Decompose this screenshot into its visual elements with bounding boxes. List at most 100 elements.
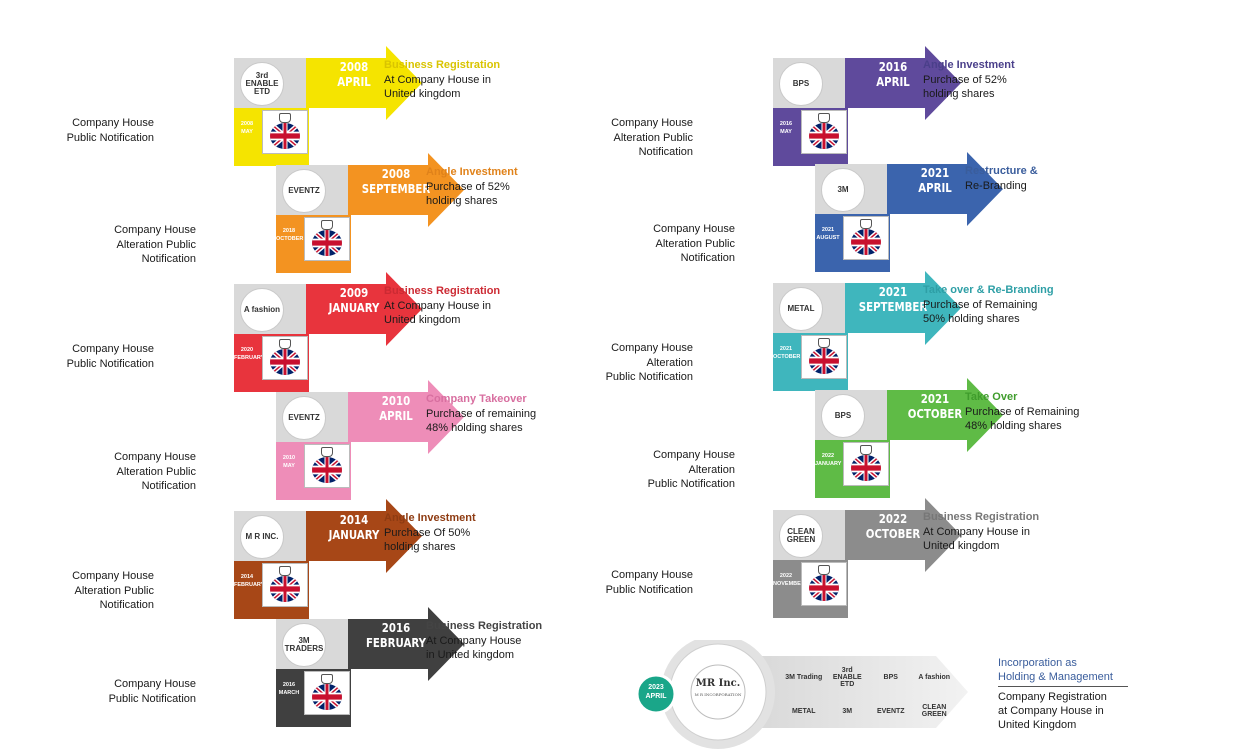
logo-panel: BPS [815, 390, 890, 440]
notification-line-3: Notification [99, 599, 154, 611]
event-heading: Company Takeover [426, 393, 527, 405]
notification-line-1: Company House [114, 678, 196, 690]
event-line-1: At Company House in [384, 73, 491, 86]
uk-flag-icon [809, 348, 839, 374]
subsidiary-logo: 3rd ENABLE ETD [832, 666, 862, 688]
date-year: 2021 [920, 392, 950, 406]
notification-year: 2014 [240, 574, 254, 580]
notification-line-3: Notification [638, 146, 693, 158]
event-heading: Take over & Re-Branding [923, 284, 1054, 296]
notification-line-2: Alteration [646, 356, 693, 369]
mr-inc-logo: MR Inc. M R INCORPORATION [694, 678, 742, 697]
notification-line-3: Notification [141, 253, 196, 265]
incorporation-graphic [636, 640, 968, 749]
event-heading: Take Over [965, 391, 1018, 403]
crest-icon [321, 220, 333, 230]
notification-line-1: Company House [611, 117, 693, 129]
company-logo: 3M TRADERS [282, 623, 326, 667]
arrow-shape [306, 499, 422, 573]
incorporation-text: Incorporation as Holding & Management Co… [998, 656, 1128, 732]
event-heading: Business Registration [923, 511, 1040, 523]
notification-line-2: Public Notification [605, 583, 693, 596]
crest-icon [321, 447, 333, 457]
companies-house-emblem [304, 444, 350, 488]
event-line-2: holding shares [426, 195, 498, 207]
notification-line-3: Notification [141, 480, 196, 492]
notification-month: MAY [283, 463, 295, 469]
event-line-2: holding shares [923, 88, 995, 100]
subsidiary-logo: CLEAN GREEN [921, 704, 947, 718]
date-month: OCTOBER [907, 407, 963, 421]
date-year: 2009 [339, 286, 369, 300]
event-line-2: United kingdom [384, 314, 461, 326]
event-line-2: 48% holding shares [426, 422, 523, 434]
notification-line-3: Public Notification [647, 478, 735, 490]
notification-line-2: Alteration Public [613, 131, 694, 144]
crest-icon [818, 338, 830, 348]
notification-line-1: Company House [611, 342, 693, 354]
subsidiary-logo: 3M Trading [785, 673, 823, 681]
date-year: 2022 [878, 512, 908, 526]
subsidiary-logo: A fashion [918, 673, 951, 681]
event-heading: Business Registration [426, 620, 543, 632]
notification-line-3: Notification [680, 252, 735, 264]
companies-house-emblem [262, 563, 308, 607]
event-heading: Business Registration [384, 59, 501, 71]
company-logo: 3M [821, 168, 865, 212]
mr-inc-logo-sub: M R INCORPORATION [694, 692, 742, 697]
event-line-2: United kingdom [384, 88, 461, 100]
crest-icon [860, 445, 872, 455]
incorporation-line-3: United Kingdom [998, 719, 1077, 731]
subsidiary-logo: EVENTZ [876, 707, 905, 715]
notification-line-2: Alteration Public [116, 238, 197, 251]
notification-line-2: Public Notification [66, 357, 154, 370]
date-year: 2016 [381, 621, 411, 635]
uk-flag-icon [270, 123, 300, 149]
notification-year: 2008 [240, 121, 254, 127]
logo-panel: 3M [815, 164, 890, 214]
uk-flag-icon [270, 576, 300, 602]
arrow-shape [845, 46, 961, 120]
notification-line-2: Public Notification [66, 131, 154, 144]
notification-line-1: Company House [653, 223, 735, 235]
logo-panel: M R INC. [234, 511, 309, 561]
event-line-1: Purchase of 52% [923, 73, 1007, 86]
event-line-1: Re-Branding [965, 179, 1027, 192]
date-year: 2016 [878, 60, 908, 74]
event-line-1: Purchase of Remaining [965, 405, 1080, 418]
date-month: APRIL [876, 75, 910, 89]
notification-line-3: Public Notification [605, 371, 693, 383]
crest-icon [818, 565, 830, 575]
arrow-shape [845, 498, 961, 572]
mr-inc-logo-text: MR Inc. [695, 678, 741, 689]
event-heading: Business Registration [384, 285, 501, 297]
notification-month: OCTOBER [773, 354, 801, 360]
company-logo: BPS [821, 394, 865, 438]
logo-panel: METAL [773, 283, 848, 333]
company-logo: 3rd ENABLE ETD [240, 62, 284, 106]
